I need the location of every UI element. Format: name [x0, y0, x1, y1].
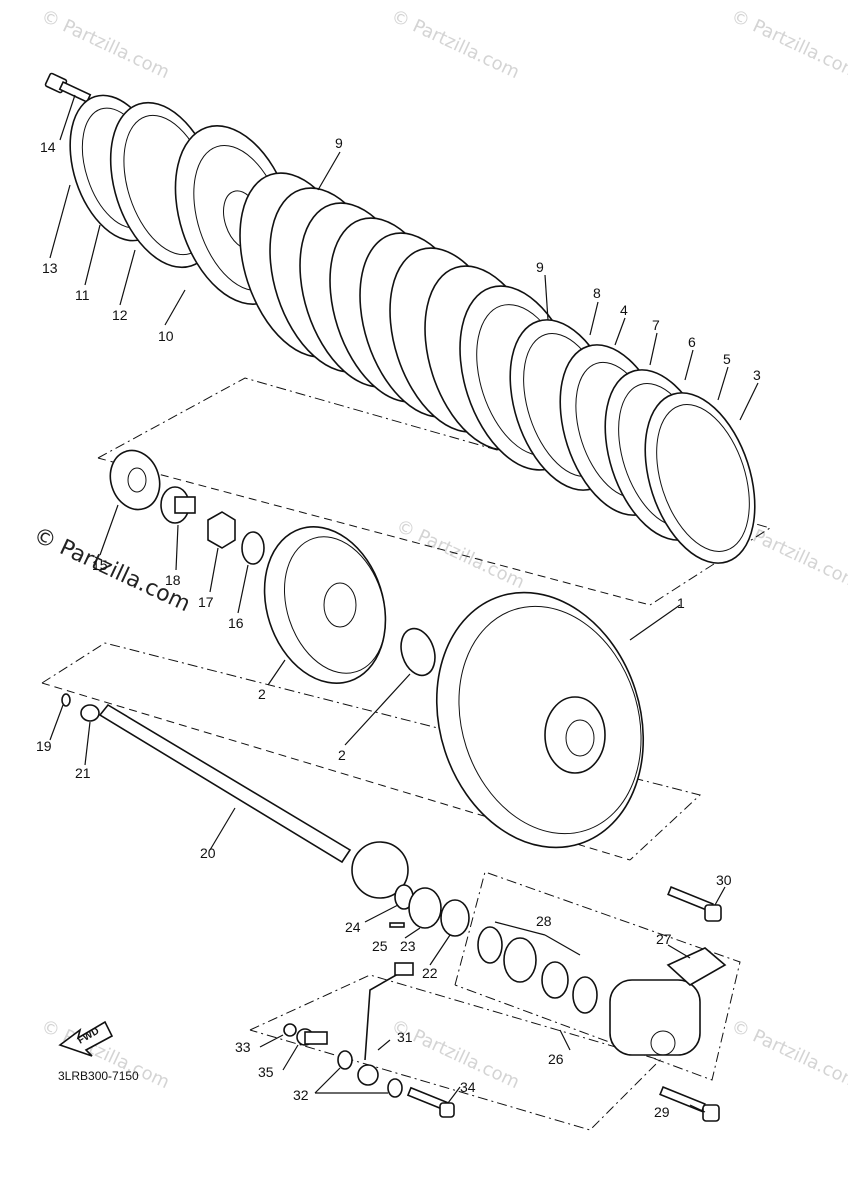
- part-washer-2: [400, 627, 436, 677]
- callout-27: 26: [548, 1051, 564, 1067]
- callout-8: 7: [652, 317, 660, 333]
- part-bolt-15: [44, 72, 92, 104]
- watermark: © Partzilla.com: [728, 5, 848, 83]
- part-seal-23: [440, 899, 470, 937]
- callout-6: 5: [723, 351, 731, 367]
- rear-rings: [509, 319, 756, 564]
- callout-31: 30: [716, 872, 732, 888]
- part-release-cylinder-27: [609, 979, 701, 1056]
- callout-11: 10: [158, 328, 174, 344]
- leader-lines: [49, 94, 759, 1113]
- part-hose-32: [357, 962, 414, 1086]
- callout-25: 24: [345, 919, 361, 935]
- callout-26: 25: [372, 938, 388, 954]
- callout-22: 21: [75, 765, 91, 781]
- part-bracket-28: [666, 947, 727, 986]
- callout-35: 34: [460, 1079, 476, 1095]
- part-union-bolt-36: [296, 1028, 328, 1046]
- callout-2-text: 2: [338, 747, 346, 763]
- watermark: © Partzilla.com: [38, 5, 173, 83]
- callout-14: 13: [42, 260, 58, 276]
- watermark: © Partzilla.com: [728, 1015, 848, 1093]
- callout-24: 23: [400, 938, 416, 954]
- callout-21: 20: [200, 845, 216, 861]
- part-clutch-housing-1: [435, 591, 645, 849]
- callout-18: 17: [198, 594, 214, 610]
- part-bolt-30: [659, 1086, 720, 1122]
- callout-4: 4: [620, 302, 628, 318]
- callout-9-upper: 9: [335, 135, 343, 151]
- watermark: © Partzilla.com: [388, 1015, 523, 1093]
- clutch-plate-stack: [239, 172, 581, 471]
- callout-12: 11: [75, 287, 90, 303]
- callout-16: 15: [92, 557, 108, 573]
- callout-9-lower: 8: [593, 285, 601, 301]
- callout-17: 16: [228, 615, 244, 631]
- watermark-main: © Partzilla.com: [29, 523, 193, 617]
- part-kit-29: [477, 926, 598, 1014]
- part-collar-19: [160, 486, 196, 524]
- part-shaft-21: [61, 693, 409, 899]
- callout-29: 28: [536, 913, 552, 929]
- watermark: © Partzilla.com: [393, 515, 528, 593]
- callout-19: 18: [165, 572, 181, 588]
- watermark: © Partzilla.com: [388, 5, 523, 83]
- callout-34: 33: [235, 1039, 251, 1055]
- callout-28: 27: [656, 931, 672, 947]
- part-washer-17: [241, 531, 265, 565]
- part-pin-26: [389, 922, 405, 928]
- callout-33: 32: [293, 1087, 309, 1103]
- part-piston-24: [408, 887, 442, 929]
- part-washers-33: [337, 1050, 403, 1098]
- part-bolt-31: [667, 886, 722, 922]
- callout-10: 9: [536, 259, 544, 275]
- callout-1: 1: [677, 595, 685, 611]
- part-bolt-35: [406, 1086, 455, 1118]
- part-o-ring-34: [283, 1023, 297, 1037]
- callout-32: 31: [397, 1029, 413, 1045]
- callout-5: 3: [753, 367, 761, 383]
- part-bearing-16: [109, 449, 161, 511]
- callout-3: 2: [258, 686, 266, 702]
- part-nut-18: [207, 511, 236, 549]
- callout-30: 29: [654, 1104, 670, 1120]
- callout-7: 6: [688, 334, 696, 350]
- callout-23: 22: [422, 965, 438, 981]
- callout-15: 14: [40, 139, 56, 155]
- callout-36: 35: [258, 1064, 274, 1080]
- part-gear-3: [263, 526, 387, 684]
- callout-20: 19: [36, 738, 52, 754]
- callout-13: 12: [112, 307, 128, 323]
- callout-labels: 14 13 11 12 10 9 9 8 4 7 6 5 3 15 18 17 …: [36, 135, 761, 1120]
- diagram-code: 3LRB300-7150: [58, 1069, 139, 1083]
